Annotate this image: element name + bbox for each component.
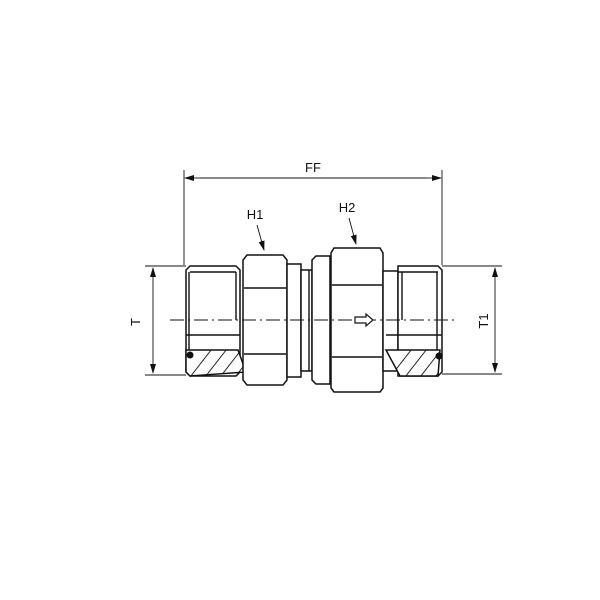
h1-label: H1 [247,207,264,222]
h1-callout: H1 [247,207,265,251]
t1-label: T1 [476,313,491,328]
h2-label: H2 [339,200,356,215]
h2-leader-arrow [348,217,357,245]
t-dimension: T [128,265,186,376]
overall-length-dimension: FF [183,160,443,265]
t-label: T [128,318,143,326]
t1-dimension: T1 [442,265,502,375]
left-o-ring [186,351,194,359]
right-section-cut [384,349,441,377]
right-threaded-stub [397,265,443,377]
left-threaded-stub [185,265,241,377]
h2-callout: H2 [339,200,357,245]
ff-label: FF [305,160,321,175]
h1-leader-arrow [256,224,265,251]
right-o-ring [435,352,443,360]
h1-collar [286,263,302,378]
flow-direction-arrow-icon [354,312,374,328]
center-neck [300,269,313,372]
